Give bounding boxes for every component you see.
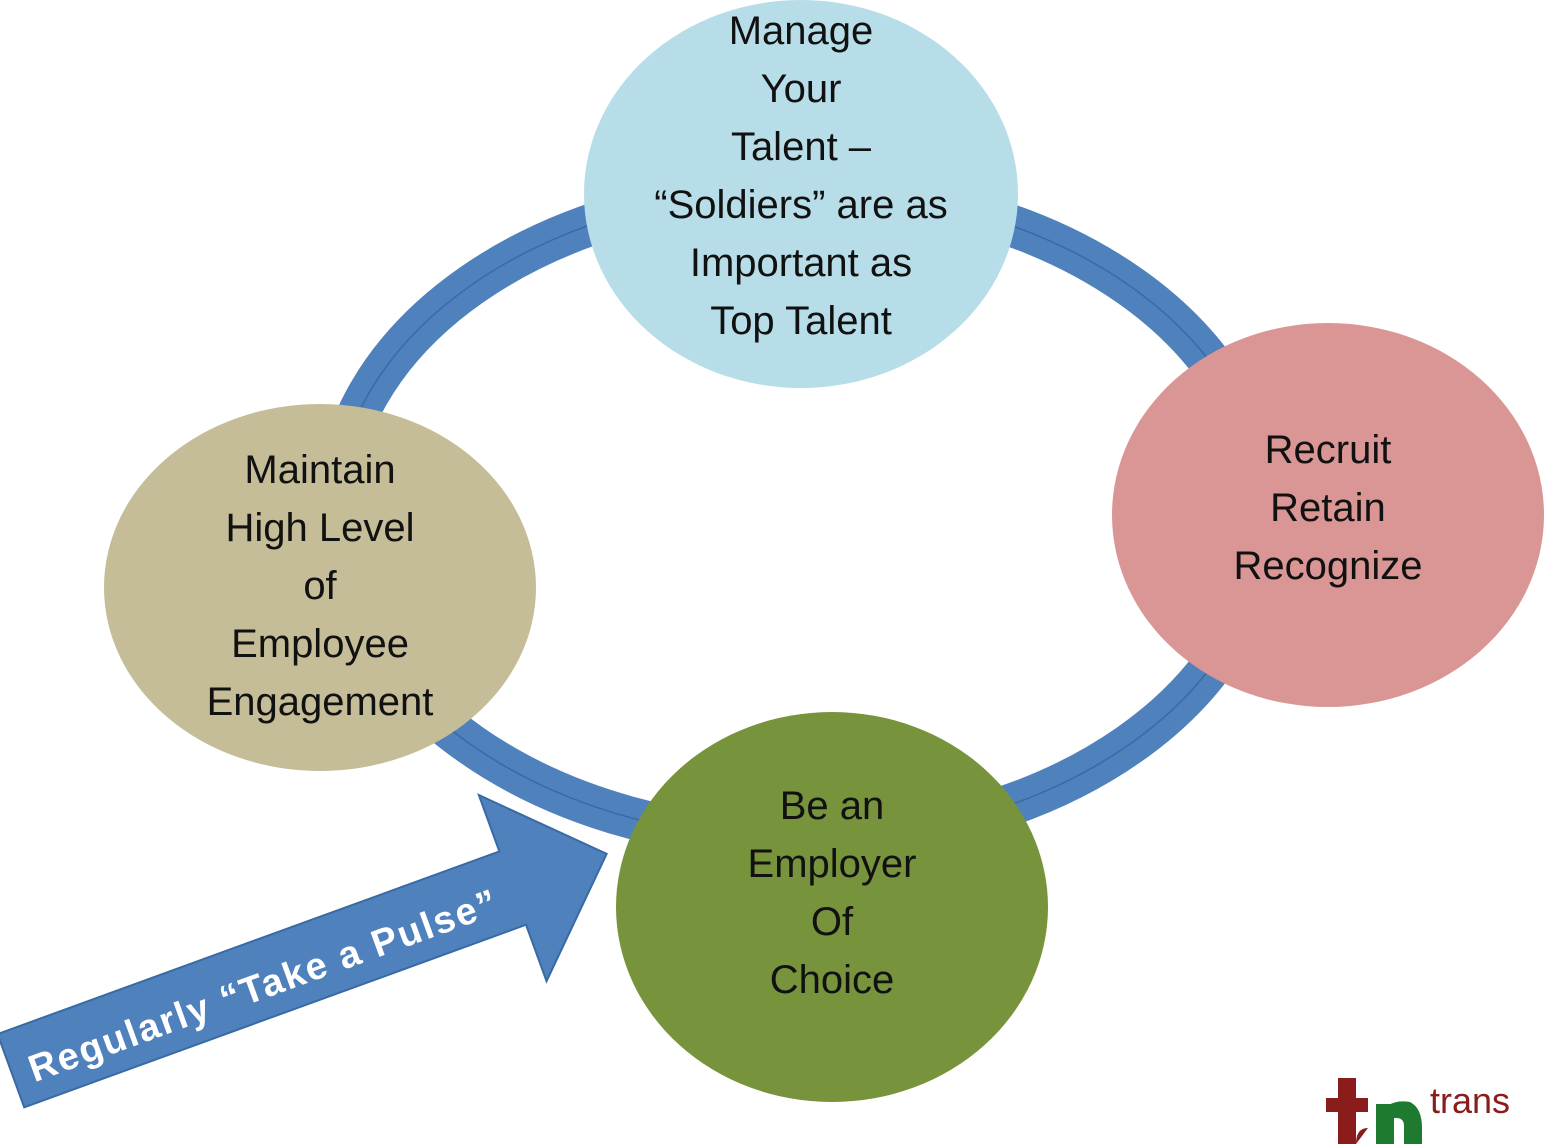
node-manage-talent: Manage Your Talent – “Soldiers” are as I… [584, 0, 1018, 388]
node-recruit-retain: Recruit Retain Recognize [1112, 323, 1544, 707]
node-manage-talent-label: Manage Your Talent – “Soldiers” are as I… [654, 9, 948, 343]
node-employer-of-choice-label: Be an Employer Of Choice [747, 784, 917, 1002]
node-employee-engagement: Maintain High Level of Employee Engageme… [104, 404, 536, 771]
logo-text: trans [1430, 1080, 1511, 1121]
logo-mark-icon [1326, 1078, 1422, 1144]
node-recruit-retain-label: Recruit Retain Recognize [1233, 428, 1423, 588]
node-employer-of-choice: Be an Employer Of Choice [616, 712, 1048, 1102]
node-employee-engagement-label: Maintain High Level of Employee Engageme… [206, 447, 434, 724]
company-logo: trans [1318, 1078, 1548, 1144]
